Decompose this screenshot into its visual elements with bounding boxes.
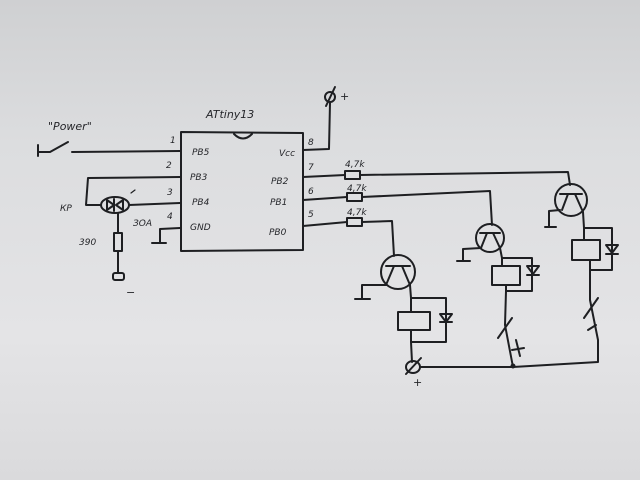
resistor-label: 4,7k (345, 160, 365, 170)
pin-number: 5 (308, 210, 314, 220)
ground-icon (544, 209, 561, 228)
pin-label: PB0 (269, 228, 287, 238)
ground-icon (354, 284, 387, 300)
relay-coil-icon (571, 239, 601, 261)
power-label: "Power" (48, 120, 92, 133)
pin-number: 4 (167, 212, 173, 222)
led-label-right: ЗОА (133, 219, 152, 229)
resistor-icon (346, 217, 363, 227)
vcc-plus-label: + (340, 90, 349, 103)
bicolor-led-icon (100, 189, 136, 214)
resistor-icon (344, 170, 361, 180)
relay-wires (409, 284, 447, 363)
transistor-icon (380, 254, 416, 290)
chip-title: ATtiny13 (205, 108, 254, 121)
relay-wires (582, 211, 613, 271)
base-wire (359, 171, 571, 186)
lamp-plus-label: + (413, 376, 422, 389)
power-switch (37, 141, 181, 157)
pin-label: PB5 (192, 148, 210, 158)
resistor-icon (113, 232, 123, 252)
lamp-icon (405, 357, 422, 375)
ground-icon (456, 247, 482, 262)
relay-contact-icon (497, 317, 525, 357)
relay-coil-icon (397, 311, 431, 331)
relay-contact-icon (583, 297, 599, 331)
transistor-icon (475, 223, 505, 253)
diode-icon (439, 313, 453, 323)
pin-label: PB2 (271, 177, 289, 187)
pin-label: PB4 (192, 198, 210, 208)
pin-number: 2 (166, 161, 172, 171)
transistor-icon (554, 183, 588, 217)
vcc-terminal-icon (324, 86, 336, 107)
pin-label: Vcc (279, 149, 295, 159)
ground-icon (151, 227, 181, 244)
base-wire (361, 220, 395, 257)
led-resistor-label: 390 (79, 238, 96, 248)
pin-label: PB1 (270, 198, 287, 208)
relay-coil-icon (491, 265, 521, 286)
minus-terminal-icon (112, 272, 125, 281)
minus-label: − (126, 286, 135, 299)
supply-wire (419, 269, 599, 368)
pin-label: PB3 (190, 173, 208, 183)
pin-number: 3 (167, 188, 173, 198)
resistor-icon (346, 192, 363, 202)
pin-number: 1 (170, 136, 176, 146)
diode-icon (605, 244, 619, 255)
pin-number: 6 (308, 187, 314, 197)
led-wires (85, 176, 181, 206)
resistor-label: 4,7k (347, 208, 367, 218)
attiny13-chip (180, 131, 304, 252)
diode-icon (526, 265, 540, 276)
led-label-left: КР (60, 204, 72, 214)
junction-node (510, 363, 516, 369)
pin-number: 8 (308, 138, 314, 148)
base-wire (361, 190, 493, 226)
resistor-label: 4,7k (347, 184, 367, 194)
pin-number: 7 (308, 163, 314, 173)
pin-label: GND (190, 223, 211, 233)
output-wires (302, 174, 348, 227)
vcc-wire (302, 102, 331, 151)
